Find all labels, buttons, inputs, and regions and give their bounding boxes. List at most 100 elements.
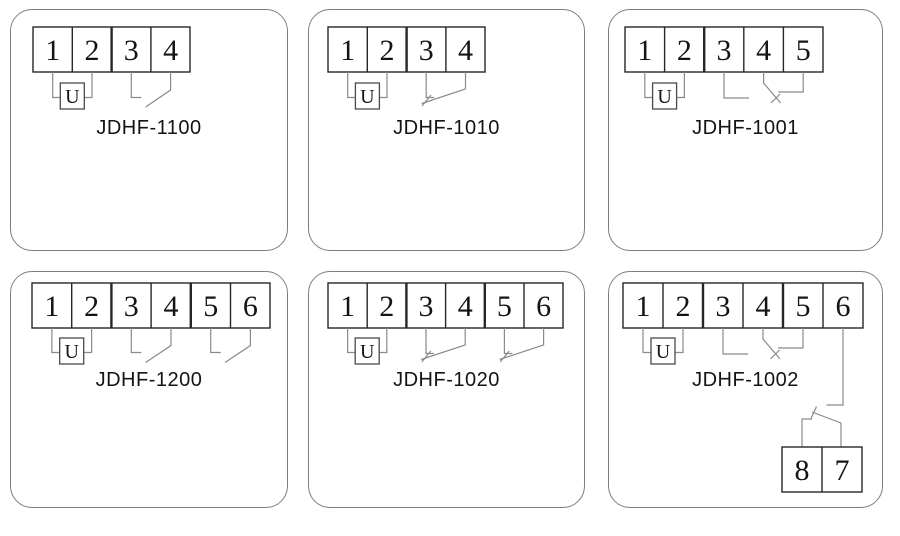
contact-fixed-lead (425, 72, 435, 99)
panel-jdhf-1001: 1 2 3 4 5 U JDHF-1001 (624, 26, 824, 139)
wire (675, 328, 684, 354)
contact-normally-closed-3-4 (421, 328, 466, 363)
panel-card-jdhf-1100 (10, 9, 288, 251)
contact-break-lead (778, 328, 804, 349)
terminal-label: 1 (44, 290, 59, 323)
contact-tick (770, 349, 780, 360)
wire (51, 328, 60, 354)
coil-label: U (360, 86, 375, 108)
terminal-label: 4 (756, 290, 771, 323)
contact-blade (224, 328, 251, 363)
terminal-label: 1 (636, 290, 651, 323)
contact-blade (499, 328, 545, 361)
terminal-label: 7 (835, 454, 850, 487)
coil-box (650, 337, 676, 365)
terminal-strip: 1 2 3 4 5 6 (622, 282, 864, 329)
contact-break-lead (778, 72, 804, 93)
terminal-strip: 1 2 3 4 (327, 26, 486, 73)
coil-label: U (64, 341, 79, 363)
coil-u: U (644, 72, 685, 110)
terminal-label: 8 (795, 454, 810, 487)
model-label: JDHF-1020 (393, 369, 500, 391)
wire (347, 72, 356, 99)
contact-normally-open-3-4 (130, 328, 172, 363)
coil-box (59, 82, 85, 110)
extra-terminal-strip: 8 7 (781, 446, 863, 493)
coil-u: U (347, 328, 388, 365)
contact-normally-closed-5-6 (499, 328, 545, 363)
panel-jdhf-1002: 1 2 3 4 5 6 U (622, 282, 864, 493)
terminal-label: 4 (163, 34, 178, 67)
terminal-label: 5 (796, 290, 811, 323)
contact-make-lead (722, 328, 748, 355)
terminal-label: 3 (716, 290, 731, 323)
contact-blade (811, 411, 842, 424)
coil-u: U (347, 72, 388, 110)
coil-box (59, 337, 85, 365)
coil-u: U (52, 72, 93, 110)
contact-blade (145, 72, 172, 108)
wire (52, 72, 61, 99)
panel-card-jdhf-1200 (10, 271, 288, 508)
terminal-strip: 1 2 3 4 5 6 (31, 282, 271, 329)
contact-blade (762, 328, 781, 360)
terminal-strip: 1 2 3 4 5 6 (327, 282, 564, 329)
contact-tick (499, 350, 510, 363)
contact-fixed-lead (130, 72, 142, 99)
panel-card-jdhf-1020 (308, 271, 585, 508)
contact-terminal-6-to-8-7 (801, 328, 844, 447)
terminal-label: 4 (756, 34, 771, 67)
terminal-label: 1 (637, 34, 652, 67)
contact-tick (421, 94, 432, 107)
wire (347, 328, 356, 354)
model-label: JDHF-1002 (692, 369, 799, 391)
panel-card-jdhf-1002 (608, 271, 883, 508)
coil-u: U (51, 328, 93, 365)
terminal-label: 6 (836, 290, 851, 323)
terminal-label: 1 (340, 34, 355, 67)
model-label: JDHF-1010 (393, 117, 500, 139)
panel-card-jdhf-1001 (608, 9, 883, 251)
model-label: JDHF-1001 (692, 117, 799, 139)
terminal-label: 2 (677, 34, 692, 67)
contact-blade (421, 72, 467, 105)
terminal-label: 3 (717, 34, 732, 67)
model-label: JDHF-1100 (96, 117, 201, 139)
terminal-label: 2 (676, 290, 691, 323)
contact-tick (810, 406, 818, 419)
terminal-label: 2 (379, 290, 394, 323)
panel-jdhf-1200: 1 2 3 4 5 6 U JDHF-1200 (31, 282, 271, 391)
terminal-label: 1 (45, 34, 60, 67)
wire (83, 328, 93, 354)
contact-changeover-3-4-5 (722, 328, 804, 360)
contact-blade (421, 328, 466, 361)
terminal-strip: 1 2 3 4 5 (624, 26, 824, 73)
contact-make-lead (723, 72, 749, 99)
contact-blade (763, 72, 782, 104)
coil-box (354, 337, 380, 365)
contact-normally-closed-3-4 (421, 72, 467, 107)
panel-jdhf-1020: 1 2 3 4 5 6 U JD (327, 282, 564, 391)
terminal-label: 3 (419, 34, 434, 67)
contact-normally-open-3-4 (130, 72, 172, 108)
contact-normally-open-5-6 (210, 328, 251, 363)
terminal-label: 3 (419, 290, 434, 323)
coil-box (354, 82, 381, 110)
contact-fixed-lead (130, 328, 142, 354)
contact-fixed-lead (503, 328, 513, 355)
terminal-label: 2 (85, 34, 100, 67)
panel-jdhf-1010: 1 2 3 4 U JDHF-1010 (327, 26, 500, 139)
terminal-label: 6 (536, 290, 551, 323)
coil-label: U (656, 341, 671, 363)
terminal-label: 1 (340, 290, 355, 323)
contact-changeover-3-4-5 (723, 72, 804, 104)
coil-label: U (360, 341, 375, 363)
terminal-label: 3 (124, 290, 139, 323)
contact-fixed-lead (210, 328, 221, 354)
coil-box (651, 82, 678, 110)
terminal-label: 3 (124, 34, 139, 67)
terminal-label: 2 (84, 290, 99, 323)
contact-fixed-lead (425, 328, 434, 355)
